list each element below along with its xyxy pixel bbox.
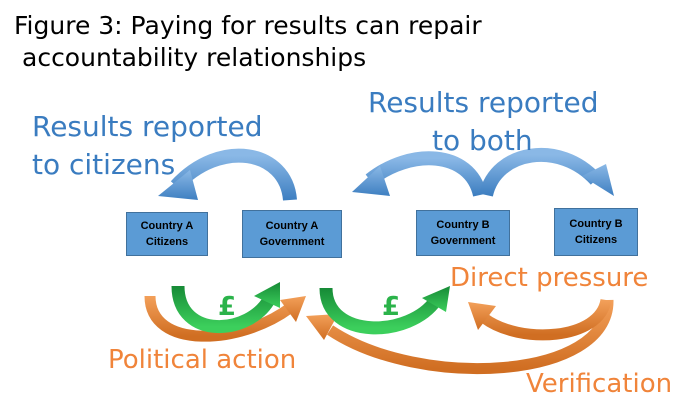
box-country-a-government-line2: Government [259,236,325,248]
arrow-results-to-both-left [352,151,487,198]
figure-title: Figure 3: Paying for results can repair … [14,10,574,74]
box-country-a-citizens: Country A Citizens [126,212,208,256]
pound-icon-b: £ [382,292,401,322]
label-results-both-2: to both [432,124,533,157]
box-country-b-government: Country B Government [416,210,510,256]
box-country-b-government-line2: Government [430,235,496,247]
arrow-political-action [144,295,306,342]
box-country-a-citizens-line1: Country A [140,220,194,232]
figure-title-line1: Figure 3: Paying for results can repair [14,11,482,40]
figure-title-line2: accountability relationships [22,43,367,72]
arrow-payment-a [171,282,280,333]
arrow-direct-pressure [468,298,612,341]
box-country-a-government-line1: Country A [265,220,319,232]
arrow-results-to-both-right [479,148,614,198]
label-results-citizens-2: to citizens [32,148,176,181]
pound-icon-a: £ [218,292,237,322]
label-results-both-1: Results reported [368,86,599,119]
label-verification: Verification [526,369,673,399]
label-political-action: Political action [108,345,297,375]
box-country-b-citizens-line2: Citizens [574,234,618,246]
box-country-b-government-line1: Country B [436,219,490,231]
box-country-a-government: Country A Government [242,210,342,258]
box-country-b-citizens-line1: Country B [569,218,623,230]
arrow-payment-b [319,286,450,335]
arrow-verification [306,299,614,374]
label-direct-pressure: Direct pressure [450,263,649,293]
box-country-a-citizens-line2: Citizens [145,236,189,248]
arrow-results-to-citizens [158,148,297,202]
label-results-citizens-1: Results reported [32,110,263,143]
box-country-b-citizens: Country B Citizens [554,208,638,256]
